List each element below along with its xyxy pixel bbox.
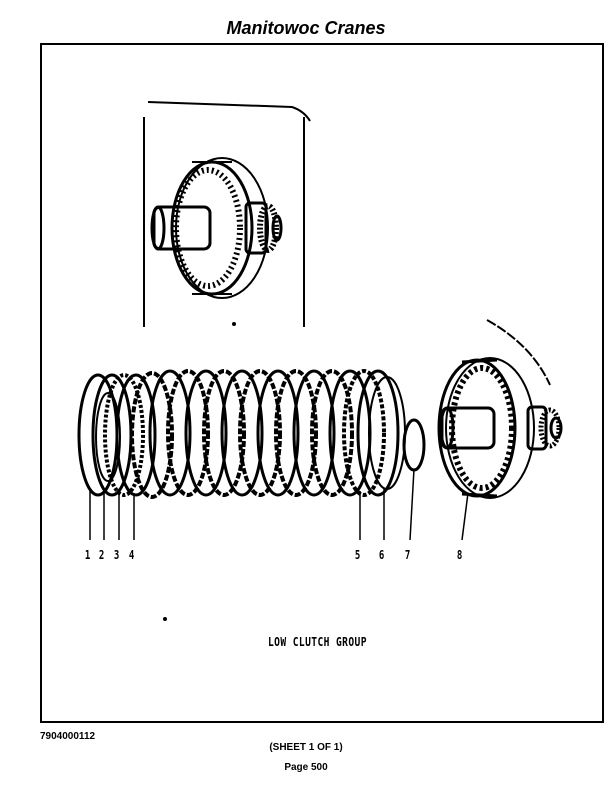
- exploded-parts-drawing: [77, 101, 563, 621]
- document-number: 7904000112: [40, 731, 96, 742]
- callout-4: 4: [128, 548, 135, 562]
- callout-leaders: [89, 468, 469, 621]
- callout-2: 2: [98, 548, 105, 562]
- figure-frame: 1 2 3 4 5 6 7 8 LOW CLUTCH GROUP: [40, 43, 604, 723]
- page-number: Page 500: [284, 762, 328, 773]
- callout-8: 8: [456, 548, 463, 562]
- callout-7: 7: [404, 548, 411, 562]
- sheet-indicator: (SHEET 1 OF 1): [269, 742, 343, 753]
- figure-caption: LOW CLUTCH GROUP: [268, 635, 367, 649]
- callout-6: 6: [378, 548, 385, 562]
- callout-3: 3: [113, 548, 120, 562]
- page-header-title: Manitowoc Cranes: [226, 18, 386, 38]
- inset-detail: [143, 101, 311, 327]
- callout-1: 1: [84, 548, 91, 562]
- clutch-plate-stack: [77, 319, 563, 499]
- callout-5: 5: [354, 548, 361, 562]
